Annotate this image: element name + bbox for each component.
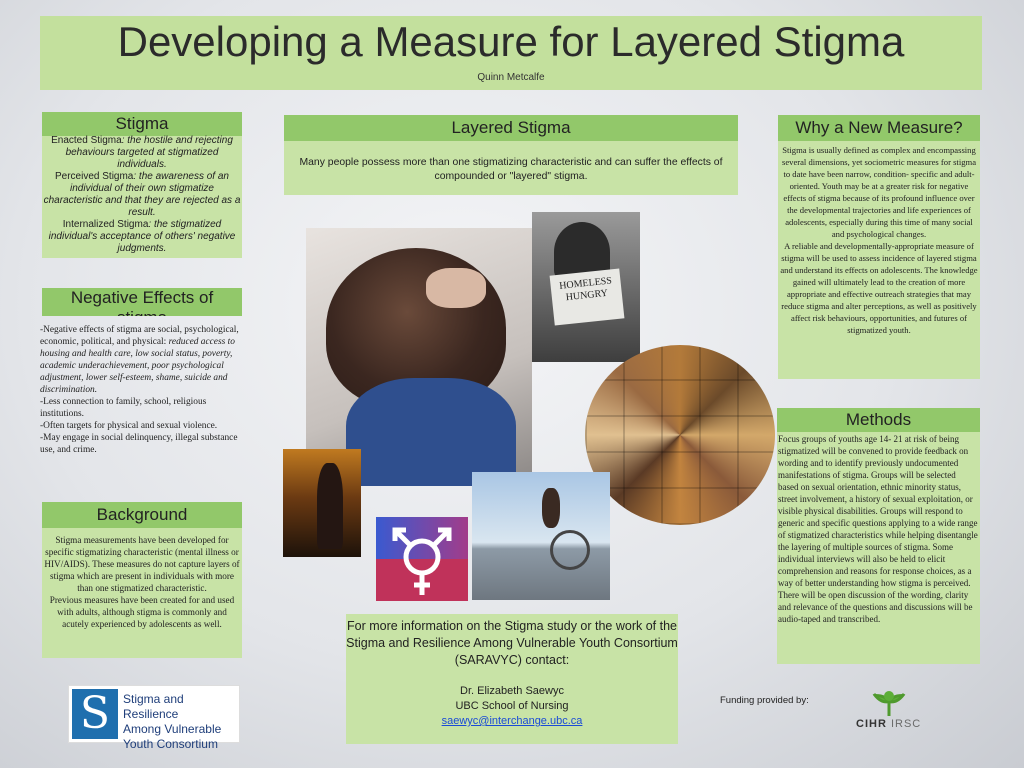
background-header-bar <box>42 502 242 528</box>
distressed-girl-photo <box>306 228 532 486</box>
wheelchair-photo <box>472 472 610 600</box>
author-name: Quinn Metcalfe <box>477 71 545 83</box>
logo-mark: S <box>72 689 118 739</box>
contact-email-link[interactable]: saewyc@interchange.ubc.ca <box>441 715 583 727</box>
perceived-label: Perceived Stigma <box>55 171 134 182</box>
negative-p1-italic: reduced access to housing and health car… <box>40 337 235 395</box>
poster-title: Developing a Measure for Layered Stigma <box>117 18 905 65</box>
faces-collage <box>585 345 775 525</box>
layered-header-bar <box>284 115 738 141</box>
why-heading: Why a New Measure? <box>795 118 963 137</box>
background-text: Stigma measurements have been developed … <box>44 534 240 630</box>
funding-label: Funding provided by: <box>720 695 809 706</box>
methods-header-bar <box>777 408 980 432</box>
background-panel <box>42 502 242 658</box>
negative-p1: -Negative effects of stigma are social, … <box>40 325 239 347</box>
internalized-label: Internalized Stigma <box>62 219 149 230</box>
contact-panel <box>346 614 678 744</box>
why-text: Stigma is usually defined as complex and… <box>780 144 978 336</box>
stigma-heading: Stigma <box>115 114 169 133</box>
negative-heading: Negative Effects of stigma <box>70 288 214 316</box>
logo-line-3: Youth Consortium <box>123 737 218 751</box>
stigma-header-bar <box>42 112 242 136</box>
contact-info: For more information on the Stigma study… <box>346 619 678 667</box>
cihr-fr: IRSC <box>890 718 922 730</box>
shirt-shape <box>346 378 516 486</box>
negative-p2: -Less connection to family, school, reli… <box>40 397 207 419</box>
logo-line-2: Among Vulnerable <box>123 722 222 736</box>
methods-panel <box>777 408 980 664</box>
homeless-youth-photo: HOMELESS HUNGRY <box>532 212 640 362</box>
background-heading: Background <box>96 505 188 524</box>
stigma-panel <box>42 112 242 258</box>
stigma-definitions: Enacted Stigma: the hostile and rejectin… <box>42 135 242 255</box>
contact-org: UBC School of Nursing <box>455 700 569 712</box>
internalized-definition: : the stigmatized individual's acceptanc… <box>48 219 236 254</box>
person-shape <box>542 488 560 528</box>
contact-name: Dr. Elizabeth Saewyc <box>460 685 564 697</box>
enacted-label: Enacted Stigma <box>51 135 122 146</box>
trans-symbol-panel <box>376 517 468 601</box>
why-header-bar <box>778 115 980 141</box>
cihr-logo: CIHR IRSC <box>842 688 932 744</box>
negative-p4: -May engage in social delinquency, illeg… <box>40 433 238 455</box>
perceived-definition: : the awareness of an individual of thei… <box>43 171 241 218</box>
cihr-en: CIHR <box>856 718 887 730</box>
background-p2: Previous measures have been created for … <box>49 595 235 629</box>
layered-heading: Layered Stigma <box>451 118 571 137</box>
trans-gradient <box>376 517 468 559</box>
layered-text: Many people possess more than one stigma… <box>299 157 723 182</box>
wheel-shape <box>550 530 590 570</box>
why-p1: Stigma is usually defined as complex and… <box>781 145 977 239</box>
why-p2: A reliable and developmentally-appropria… <box>780 241 978 335</box>
saravyc-logo: S Stigma and Resilience Among Vulnerable… <box>68 685 240 751</box>
leaf-icon <box>872 691 906 716</box>
negative-effects-text: -Negative effects of stigma are social, … <box>40 324 240 456</box>
methods-heading: Methods <box>845 410 912 429</box>
logo-line-1: Stigma and Resilience <box>123 692 184 721</box>
why-panel <box>778 115 980 379</box>
hand-shape <box>426 268 486 308</box>
transgender-icon <box>392 527 452 595</box>
figure-shape <box>317 463 343 549</box>
cihr-text: CIHR IRSC <box>856 718 921 730</box>
alley-girl-photo <box>283 449 361 557</box>
logo-text: Stigma and Resilience Among Vulnerable Y… <box>123 692 239 752</box>
methods-text: Focus groups of youths age 14- 21 at ris… <box>778 434 978 624</box>
enacted-definition: : the hostile and rejecting behaviours t… <box>65 135 233 170</box>
negative-p3: -Often targets for physical and sexual v… <box>40 421 218 431</box>
negative-header-bar: Negative Effects of stigma <box>42 288 242 316</box>
background-p1: Stigma measurements have been developed … <box>44 535 240 593</box>
title-banner: Developing a Measure for Layered Stigma … <box>40 16 982 90</box>
cardboard-sign: HOMELESS HUNGRY <box>549 268 625 326</box>
contact-details: Dr. Elizabeth Saewyc UBC School of Nursi… <box>346 684 678 729</box>
